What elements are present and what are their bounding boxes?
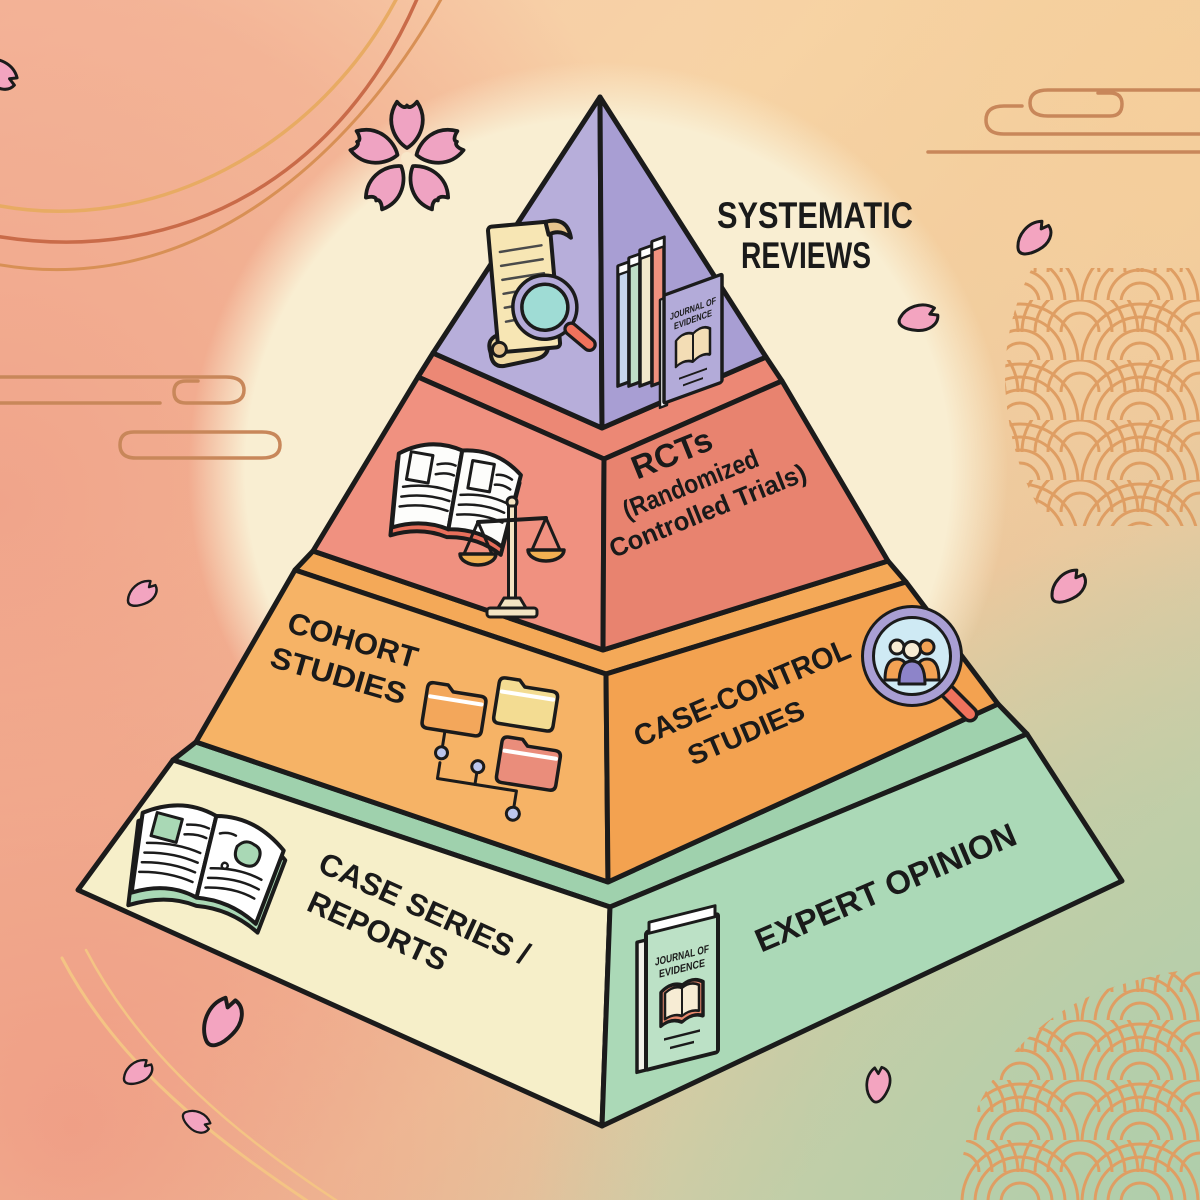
- cloud-motifs: [0, 88, 1200, 460]
- cloud-line-icon: [0, 375, 246, 405]
- swoosh-line-4: [60, 956, 309, 1200]
- open-book-with-scales-icon: [388, 442, 566, 619]
- swoosh-line-1: [0, 0, 398, 214]
- flower-center: [401, 152, 413, 164]
- cherry-blossom-icon: [346, 99, 468, 215]
- wave-pattern-bottom-right: [959, 968, 1200, 1200]
- linked-folders-icon: [419, 675, 564, 822]
- level2-right-face-rcts: [600, 378, 891, 653]
- swoosh-line-3: [0, 0, 443, 271]
- open-book-icon: [126, 803, 288, 935]
- swoosh-lines: [0, 0, 443, 1200]
- journal-stack-icon: JOURNAL OF EVIDENCE: [616, 235, 724, 410]
- label-systematic-line2: REVIEWS: [741, 235, 871, 276]
- cloud-line-icon: [1028, 88, 1200, 118]
- label-systematic-line1: SYSTEMATIC: [717, 195, 913, 236]
- level4-right-face-expert-opinion: [599, 731, 1125, 1129]
- swoosh-line-2: [0, 0, 419, 244]
- cloud-line-icon: [984, 104, 1200, 136]
- wave-pattern-top-right: [1005, 268, 1200, 526]
- cloud-line-icon: [118, 430, 282, 460]
- scroll-with-magnifier-icon: [485, 218, 597, 369]
- pyramid: [75, 94, 1125, 1129]
- swoosh-line-5: [84, 948, 338, 1200]
- journal-of-evidence-book-icon: JOURNAL OF EVIDENCE: [635, 904, 720, 1075]
- magnifier-with-people-icon: [861, 605, 979, 723]
- label-systematic-reviews: SYSTEMATIC REVIEWS: [717, 195, 913, 276]
